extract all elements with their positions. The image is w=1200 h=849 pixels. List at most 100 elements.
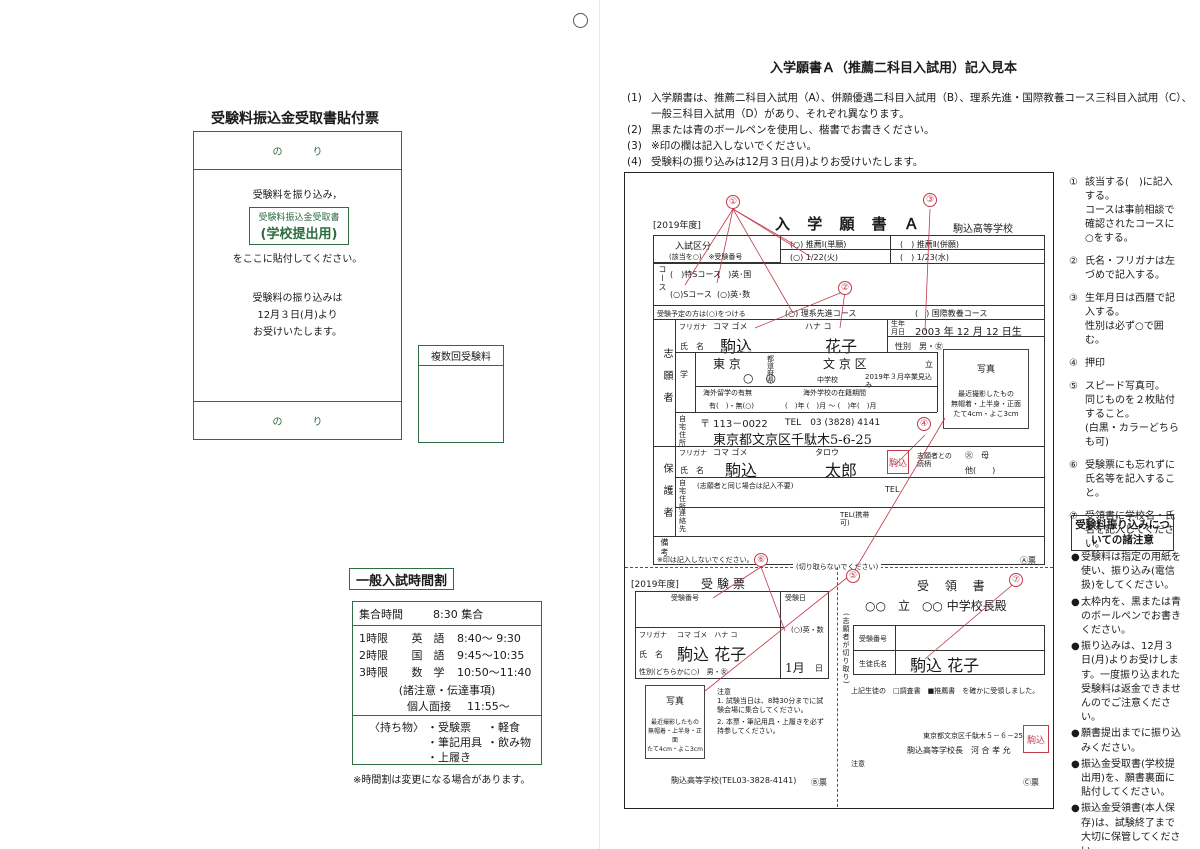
instruction-line: (1)入学願書は、推薦二科目入試用（A）、併願優遇二科目入試用（B）、理系先進・…: [627, 92, 1192, 104]
instruction-line: (2)黒または青のボールペンを使用し、楷書でお書きください。: [627, 124, 935, 136]
b-bi-label: 受験日: [785, 594, 806, 602]
photo-note: 最近撮影したもの: [650, 719, 699, 726]
b-furi: コマ ゴメ ハナ コ: [677, 631, 738, 639]
b-school: 駒込高等学校(TEL03-3828-4141): [671, 776, 797, 785]
kubun-label: 入試区分: [675, 242, 712, 252]
g-furigana-label: フリガナ: [679, 449, 707, 457]
caution-item: ●受験料は指定の用紙を使い、振り込み(電信扱)をしてください。: [1071, 552, 1181, 592]
birth: 2003 年 12 月 12 日生: [915, 327, 1022, 338]
b-bango-label: 受験番号: [671, 594, 699, 602]
g-furi-mei: タロウ: [815, 448, 839, 457]
chichi: ㊋ 母: [965, 451, 989, 460]
slip-line: 受験料を振り込み，: [252, 190, 343, 201]
slip-line: 12月３日(月)より: [257, 310, 338, 321]
zaiseki-value: ( )年 ( )月 〜 ( )年( )月: [785, 402, 877, 410]
nori-top: の り: [194, 132, 401, 170]
instruction-line: 一般三科目入試用（D）があり、それぞれ異なります。: [651, 108, 910, 120]
interview-row: 個人面接 11:55〜: [353, 698, 541, 714]
sample-title: 入学願書Ａ（推薦二科目入試用）記入見本: [770, 61, 1018, 76]
slip-line: 受験料の振り込みは: [252, 293, 343, 304]
fukusu-box: 複数回受験料: [418, 345, 504, 443]
c-school: ○○ 立 ○○ 中学校長殿: [865, 599, 1007, 613]
zip: 〒 113－0022: [700, 419, 768, 430]
notice-text: (諸注意・伝達事項): [398, 684, 496, 697]
b-name: 駒込 花子: [677, 645, 747, 664]
form-school: 駒込高等学校: [953, 224, 1013, 235]
b-course: (○)英・数: [791, 626, 824, 634]
punch-hole: [573, 13, 588, 28]
pref-label: 都道府県: [767, 355, 774, 384]
slip-title: 受験料振込金受取書貼付票: [211, 111, 379, 127]
furi-mei: ハナ コ: [805, 322, 832, 331]
c-note: 注意: [851, 760, 865, 768]
notice-row: (諸注意・伝達事項): [353, 682, 541, 698]
g-furi-sei: コマ ゴメ: [713, 448, 748, 457]
caution-title: 受験料振り込みについての諸注意: [1071, 515, 1174, 551]
guardian-mei: 太郎: [825, 461, 858, 480]
interview-label: 個人面接: [407, 700, 451, 713]
seal-stamp: 駒込: [887, 450, 909, 474]
b-chui1: 1. 試験当日は、8時30分までに試験会場に集合してください。: [717, 697, 824, 714]
period-row: 1時限 英 語 8:40〜 9:30: [353, 629, 541, 646]
eikoku: ( )英･国: [717, 270, 752, 279]
gather-row: 集合時間 8:30 集合: [353, 604, 541, 624]
belonging-item: ・軽食: [487, 721, 520, 734]
callout-6: ⑥: [754, 553, 768, 567]
b-chui: 注意: [717, 688, 731, 696]
gather-time: 8:30 集合: [433, 608, 484, 621]
b-chui2: 2. 本票・筆記用具・上履きを必ず持参してください。: [717, 718, 824, 735]
b-shimei-label: 氏 名: [639, 650, 663, 659]
ryoshu-title: 受 領 書: [917, 579, 991, 593]
eisu: (○)英･数: [717, 290, 751, 299]
guardian-sei: 駒込: [725, 461, 758, 480]
period-row: 2時限 国 語 9:45〜10:35: [353, 646, 541, 663]
school-seal: 駒込: [1023, 725, 1049, 753]
caution-item: ●願書提出までに振り込みください。: [1071, 728, 1181, 754]
ritsu: 立: [925, 360, 933, 369]
course-label: コース: [658, 265, 667, 292]
schedule-note: ※時間割は変更になる場合があります。: [353, 775, 531, 786]
callout-4: ④: [917, 417, 931, 431]
gender: 性別 男・㊛: [895, 342, 943, 351]
slip-box-small: 受験料振込金受取書: [258, 213, 340, 223]
instruction-list: (1)入学願書は、推薦二科目入試用（A）、併願優遇二科目入試用（B）、理系先進・…: [627, 90, 1192, 170]
c-principal: 駒込高等学校長 河 合 孝 允: [907, 746, 1011, 755]
b-furigana-label: フリガナ: [639, 631, 667, 639]
b-hyo: Ⓑ票: [811, 778, 827, 787]
period-time: 9:45〜10:35: [457, 648, 525, 662]
period-time: 10:50〜11:40: [457, 665, 532, 679]
interview-time: 11:55〜: [467, 700, 510, 713]
period-no: 2時限: [359, 648, 388, 662]
period-no: 1時限: [359, 631, 388, 645]
hyo-year: [2019年度]: [631, 580, 679, 590]
juken-hyo-title: 受験票: [701, 577, 750, 591]
s-course: (○)Sコース: [670, 290, 712, 299]
photo-note: 無帽着・上半身・正面: [647, 728, 702, 744]
fukusu-label: 複数回受験料: [419, 346, 503, 366]
callout-3: ③: [923, 193, 937, 207]
b-month: 1月: [785, 661, 805, 675]
period-subject: 国 語: [411, 648, 445, 662]
photo-note: 無帽着・上半身・正面: [951, 400, 1021, 408]
caution-item: ●太枠内を、黒または青のボールペンでお書きください。: [1071, 596, 1181, 637]
period-no: 3時限: [359, 665, 388, 679]
shigansha-label: 志願者: [661, 348, 672, 414]
schedule-table: 集合時間 8:30 集合 1時限 英 語 8:40〜 9:30 2時限 国 語 …: [352, 601, 542, 765]
school-pref: 東 京: [713, 357, 741, 371]
hoka: 他( ): [965, 466, 996, 475]
ryugaku-value: 有( )・無(○): [709, 402, 755, 410]
receipt-slip: の り 受験料を振り込み， 受験料振込金受取書 (学校提出用) をここに貼付して…: [193, 131, 402, 440]
belonging-item: ・受験票: [427, 721, 471, 734]
photo-head: 写真: [665, 697, 684, 707]
school-city: 文 京 区: [823, 357, 867, 371]
callout-5: ⑤: [846, 569, 860, 583]
form-title: 入 学 願 書 Ａ: [775, 215, 925, 233]
period-subject: 数 学: [411, 665, 445, 679]
photo-head: 写真: [976, 365, 995, 375]
belonging-item: ・筆記用具: [427, 736, 482, 749]
instruction-line: (4)受験料の振り込みは12月３日(月)よりお受けいたします。: [627, 156, 924, 168]
c-name-label: 生徒氏名: [859, 660, 887, 668]
